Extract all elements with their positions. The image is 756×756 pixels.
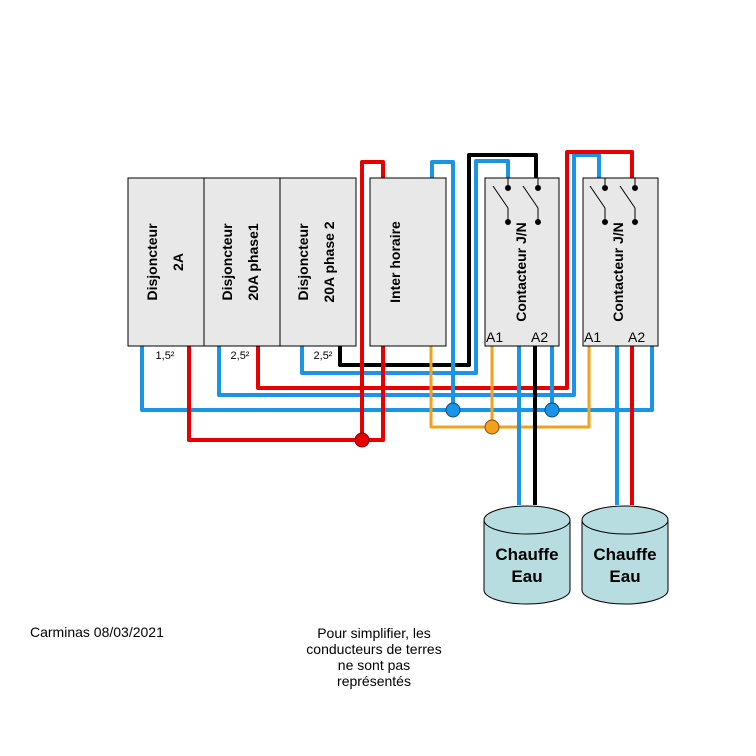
contactor-label: Contacteur J/N [513,222,529,322]
terminal-a2-label: A2 [531,329,548,345]
wire-neutral-breaker-20a-p1 [217,153,601,397]
junction-neutral-dot [445,402,461,418]
terminal-a1-label: A1 [486,329,503,345]
wires [140,150,654,505]
wire-neutral-timer [430,160,455,410]
junction-phase-dot [354,432,370,448]
switch-contacts-icon [589,178,638,225]
contactor-label: Contacteur J/N [610,222,626,322]
heater-label-line1: Chauffe [593,545,656,564]
contactor-2: Contacteur J/N A1 A2 [582,177,659,347]
breaker-20a-phase2: Disjoncteur 20A phase 2 2,5² [279,177,357,362]
timer-label: Inter horaire [387,221,403,303]
wire-phase-breaker-20a-p1 [256,150,634,390]
wire-phase-timer-supply [360,160,385,440]
heater-label-line1: Chauffe [495,545,558,564]
timer-switch: Inter horaire [369,177,447,347]
breaker-20a-phase1: Disjoncteur 20A phase1 2,5² [203,177,281,362]
wire-neutral-breaker-20a-p2 [300,159,510,375]
breaker-panel: Disjoncteur 2A 1,5² Disjoncteur 20A phas… [127,177,357,362]
breaker-label-line1: Disjoncteur [144,223,160,301]
junction-control-dot [484,419,500,435]
water-heater-2: Chauffe Eau [581,505,669,605]
contactor-1: Contacteur J/N A1 A2 [484,177,560,347]
terminal-a1-label: A1 [584,329,601,345]
breaker-label-line2: 20A phase 2 [321,221,337,302]
breaker-label-line2: 2A [170,253,186,271]
footnote-text: Pour simplifier, les conducteurs de terr… [306,625,442,689]
breaker-label-line1: Disjoncteur [295,223,311,301]
wire-control-timer [429,346,591,429]
breaker-label-line2: 20A phase1 [245,223,261,301]
junctions [354,402,560,448]
terminal-a2-label: A2 [628,329,645,345]
wire-section-label: 2,5² [231,350,250,362]
wire-section-label: 1,5² [156,350,175,362]
author-date-label: Carminas 08/03/2021 [30,624,164,640]
junction-neutral-dot [544,402,560,418]
water-heater-1: Chauffe Eau [483,505,571,605]
heater-label-line2: Eau [609,567,640,586]
switch-contacts-icon [492,178,541,225]
breaker-2a: Disjoncteur 2A 1,5² [127,177,205,362]
heater-label-line2: Eau [511,567,542,586]
breaker-label-line1: Disjoncteur [219,223,235,301]
wire-phase-breaker-2a [187,346,362,442]
wire-neutral-breaker-2a [140,346,654,412]
wire-return-breaker-20a-p2 [338,153,538,367]
wire-section-label: 2,5² [314,350,333,362]
